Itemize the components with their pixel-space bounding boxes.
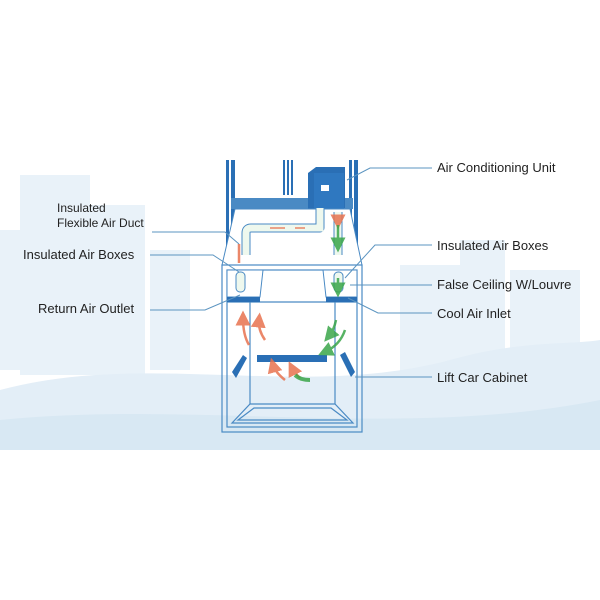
label-lift-car-cabinet: Lift Car Cabinet [437, 370, 528, 385]
label-flexible-duct-line2: Flexible Air Duct [57, 216, 144, 230]
label-return-air-outlet: Return Air Outlet [38, 301, 135, 316]
leader-lines [150, 167, 432, 378]
label-cool-air-inlet: Cool Air Inlet [437, 306, 511, 321]
label-air-boxes-right: Insulated Air Boxes [437, 238, 549, 253]
air-conditioning-unit [308, 167, 345, 211]
label-false-ceiling: False Ceiling W/Louvre [437, 277, 572, 292]
warm-air-arrows [235, 218, 338, 381]
louvres [232, 352, 355, 378]
label-air-boxes-left: Insulated Air Boxes [23, 247, 135, 262]
crosshead-beam [231, 198, 353, 209]
label-air-conditioning-unit: Air Conditioning Unit [437, 160, 556, 175]
background-cityscape [0, 175, 600, 450]
cool-air-arrows [293, 225, 347, 382]
label-flexible-duct-line1: Insulated [57, 201, 106, 215]
